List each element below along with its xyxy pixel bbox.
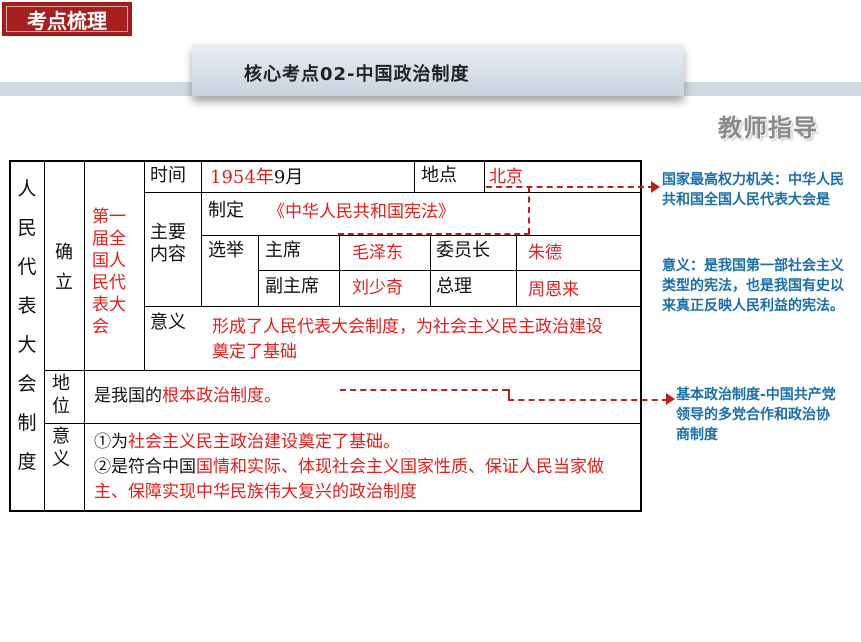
table-border-left xyxy=(9,160,11,512)
vice-chairman-value: 刘少奇 xyxy=(352,278,403,298)
connector-1-arrow xyxy=(651,181,660,193)
enact-label: 制定 xyxy=(208,200,244,221)
main-content-label: 主要内容 xyxy=(150,222,186,265)
sig2-prefix: ②是符合中国 xyxy=(94,457,196,477)
premier-value: 周恩来 xyxy=(528,280,579,300)
note-authority: 国家最高权力机关：中华人民共和国全国人民代表大会是 xyxy=(662,172,844,208)
grid-v4 xyxy=(201,160,202,306)
table-border-bottom xyxy=(9,510,641,512)
connector-2-left xyxy=(340,389,508,391)
chairman-value: 毛泽东 xyxy=(352,243,403,263)
enact-value: 《中华人民共和国宪法》 xyxy=(268,202,455,222)
grid-h5 xyxy=(44,370,641,371)
sig2-value: 国情和实际、体现社会主义国家性质、保证人民当家做主、保障实现中华民族伟大复兴的政… xyxy=(94,457,604,502)
sig1-value: 社会主义民主政治建设奠定了基础。 xyxy=(128,432,400,452)
table-border-right xyxy=(640,160,642,512)
grid-h6 xyxy=(44,423,641,424)
significance-label: 意义 xyxy=(52,426,70,470)
grid-h3 xyxy=(258,270,641,271)
section-tag: 考点梳理 xyxy=(2,2,132,36)
table-border-top xyxy=(9,160,641,162)
sig1-prefix: ①为 xyxy=(94,432,128,452)
grid-h4 xyxy=(144,306,641,307)
meaning-label: 意义 xyxy=(150,312,186,333)
title-banner xyxy=(192,44,684,96)
significance-1: ①为社会主义民主政治建设奠定了基础。 xyxy=(94,430,634,455)
elect-label: 选举 xyxy=(208,240,244,261)
left-title: 人民代表大会制度 xyxy=(17,178,37,473)
teacher-guide-label: 教师指导 xyxy=(718,114,818,142)
connector-1-vertical xyxy=(528,186,530,234)
connector-2-vertical xyxy=(508,389,510,399)
place-label: 地点 xyxy=(421,165,457,186)
premier-label: 总理 xyxy=(436,276,472,297)
grid-h2 xyxy=(201,235,641,236)
connector-2-arrow xyxy=(666,393,675,405)
time-label: 时间 xyxy=(150,165,186,186)
committee-value: 朱德 xyxy=(528,243,562,263)
grid-v3 xyxy=(144,160,145,370)
connector-1-top xyxy=(486,186,654,188)
time-month: 9月 xyxy=(273,167,304,188)
grid-h1 xyxy=(144,192,641,193)
connector-2-right xyxy=(508,399,668,401)
significance-2: ②是符合中国国情和实际、体现社会主义国家性质、保证人民当家做主、保障实现中华民族… xyxy=(94,455,634,505)
status-text: 是我国的根本政治制度。 xyxy=(94,386,281,406)
grid-v2 xyxy=(84,160,85,512)
chairman-label: 主席 xyxy=(265,240,301,261)
page-title: 核心考点02-中国政治制度 xyxy=(244,64,470,85)
note-basic-system: 基本政治制度-中国共产党领导的多党合作和政治协商制度 xyxy=(676,387,836,443)
vice-chairman-label: 副主席 xyxy=(265,276,319,297)
establish-label: 确立 xyxy=(55,242,73,293)
note-constitution-meaning: 意义：是我国第一部社会主义类型的宪法，也是我国有史以来真正反映人民利益的宪法。 xyxy=(662,258,844,314)
time-value: 1954年9月 xyxy=(210,167,303,189)
meaning-value: 形成了人民代表大会制度，为社会主义民主政治建设奠定了基础 xyxy=(212,317,603,362)
grid-v1 xyxy=(44,160,45,512)
status-prefix: 是我国的 xyxy=(94,386,162,406)
status-value: 根本政治制度。 xyxy=(162,386,281,406)
connector-1-bottom xyxy=(338,233,530,235)
grid-v5 xyxy=(414,160,415,192)
first-congress: 第一届全国人民代表大会 xyxy=(92,207,126,337)
committee-label: 委员长 xyxy=(436,240,490,261)
time-year: 1954年 xyxy=(210,167,274,188)
place-value: 北京 xyxy=(489,167,523,187)
status-label: 地位 xyxy=(52,373,70,417)
grid-v6 xyxy=(484,160,485,192)
